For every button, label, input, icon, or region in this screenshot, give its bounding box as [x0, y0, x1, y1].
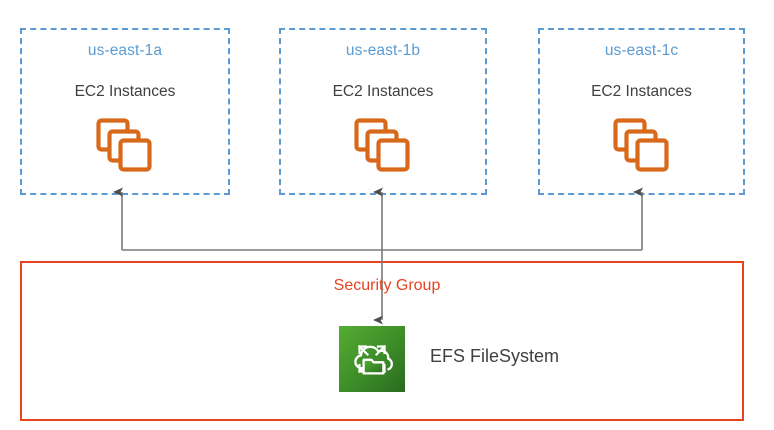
- ec2-instances-icon: [95, 117, 155, 172]
- sidebar-item-az-us-east-1b[interactable]: us-east-1b EC2 Instances: [279, 28, 487, 195]
- ec2-instances-label: EC2 Instances: [591, 83, 692, 100]
- ec2-instances-label: EC2 Instances: [332, 83, 434, 100]
- efs-filesystem-icon[interactable]: [339, 326, 405, 392]
- security-group-label: Security Group: [333, 277, 441, 294]
- az-label: us-east-1b: [345, 42, 421, 59]
- ec2-instances-icon: [353, 117, 413, 172]
- az-label: us-east-1c: [604, 42, 679, 59]
- efs-filesystem-label: EFS FileSystem: [430, 346, 560, 366]
- sidebar-item-az-us-east-1c[interactable]: us-east-1c EC2 Instances: [538, 28, 745, 195]
- az-label: us-east-1a: [87, 42, 163, 59]
- ec2-instances-icon: [612, 117, 672, 172]
- sidebar-item-az-us-east-1a[interactable]: us-east-1a EC2 Instances: [20, 28, 230, 195]
- ec2-instances-label: EC2 Instances: [74, 83, 176, 100]
